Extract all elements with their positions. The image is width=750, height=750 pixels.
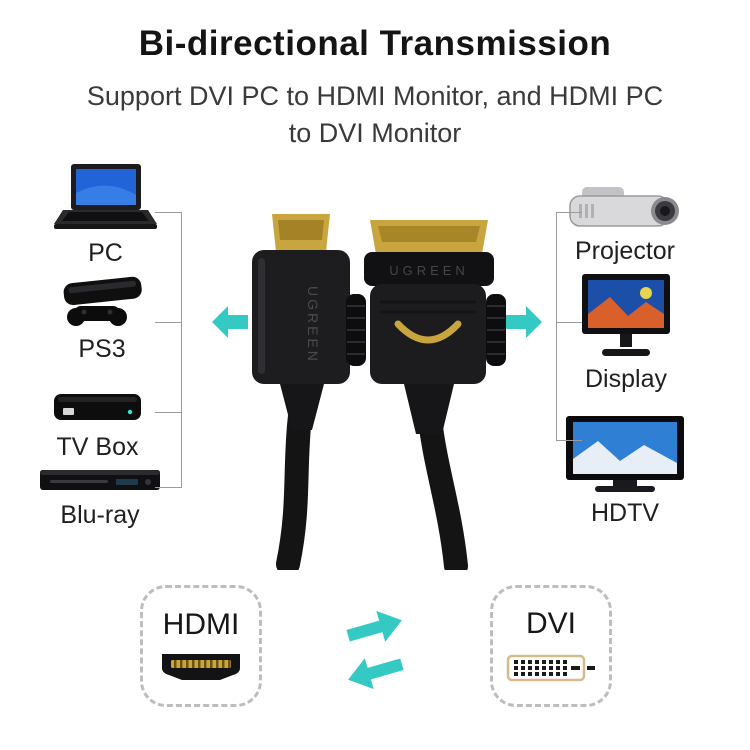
brand-text: UGREEN [389, 263, 469, 278]
device-display: Display [576, 274, 676, 394]
device-hdtv: HDTV [564, 416, 686, 528]
left-bracket-stub-pc [155, 212, 181, 213]
swap-arrows-icon [346, 610, 404, 690]
left-bracket-line [181, 212, 182, 488]
right-bracket-stub-projector [556, 212, 582, 213]
device-label-display: Display [585, 365, 667, 393]
device-label-projector: Projector [574, 237, 676, 265]
hdmi-cable [276, 404, 312, 570]
page-title: Bi-directional Transmission [138, 24, 612, 63]
brand-text: UGREEN [305, 286, 321, 364]
device-projector: Projector [566, 182, 684, 266]
device-bluray: Blu-ray [38, 464, 162, 530]
laptop-icon [54, 164, 157, 229]
device-pc: PC [53, 164, 158, 268]
hdmi-badge-label: HDMI [162, 607, 240, 641]
game-console-icon [63, 276, 142, 326]
hdmi-badge: HDMI [140, 585, 262, 707]
hdmi-plug: UGREEN [252, 214, 350, 430]
dvi-plug: UGREEN [346, 220, 506, 434]
arrow-right-icon [506, 306, 542, 338]
left-bracket-stub-tvbox [155, 412, 181, 413]
subtitle-line-1: Support DVI PC to HDMI Monitor, and HDMI… [86, 81, 664, 111]
device-ps3: PS3 [52, 274, 152, 364]
right-bracket-line [556, 212, 557, 440]
projector-icon [569, 187, 679, 227]
device-label-hdtv: HDTV [590, 499, 660, 527]
left-bracket-stub-ps3 [155, 322, 181, 323]
device-label-bluray: Blu-ray [60, 501, 140, 529]
left-bracket-stub-bluray [155, 487, 181, 488]
right-bracket-stub-hdtv [556, 440, 582, 441]
dvi-cable [418, 408, 468, 570]
device-tv-box: TV Box [50, 384, 145, 462]
bluray-player-icon [40, 470, 160, 490]
hdmi-connector-icon [162, 653, 240, 680]
tv-box-icon [54, 394, 141, 420]
monitor-icon [582, 274, 670, 356]
cable-image: UGREEN UGREEN [252, 214, 506, 570]
arrow-left-icon [212, 306, 248, 338]
ugreen-logo-arc [394, 320, 462, 344]
device-label-ps3: PS3 [78, 335, 126, 363]
subtitle: Support DVI PC to HDMI Monitor, and HDMI… [0, 78, 750, 152]
dvi-badge-label: DVI [525, 606, 576, 640]
device-label-pc: PC [88, 239, 123, 267]
dvi-connector-icon [506, 654, 595, 681]
dvi-badge: DVI [490, 585, 612, 707]
right-bracket-stub-display [556, 322, 582, 323]
subtitle-line-2: to DVI Monitor [288, 118, 462, 148]
hdtv-icon [566, 416, 684, 492]
device-label-tv-box: TV Box [56, 433, 139, 461]
